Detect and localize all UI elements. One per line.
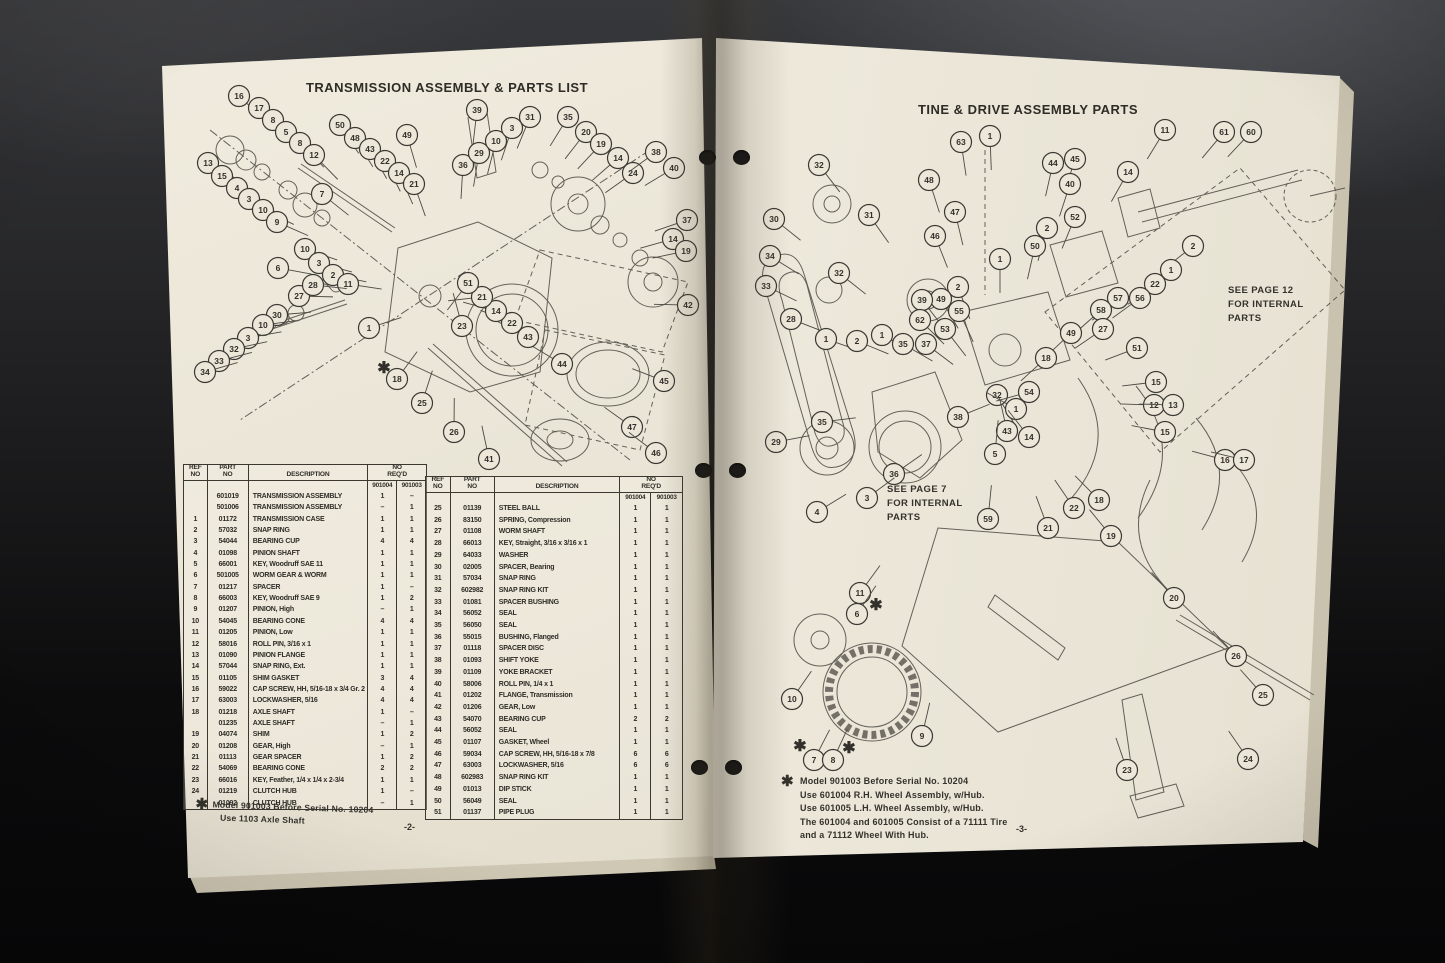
binder-hole <box>695 463 712 478</box>
col-header-model-901003: 901003 <box>401 482 422 490</box>
note-see-page-12: SEE PAGE 12 FOR INTERNAL PARTS <box>1228 285 1304 324</box>
asterisk-icon: ✱ <box>781 773 794 790</box>
right-page-footnote: ✱ Model 901003 Before Serial No. 10204 U… <box>781 772 1111 852</box>
footnote-line: The 601004 and 601005 Consist of a 71111… <box>800 816 1008 827</box>
col-header-part: PART NO <box>450 477 495 493</box>
col-header-req: NO REQ'D <box>619 477 682 493</box>
col-header-desc: DESCRIPTION <box>494 477 621 493</box>
note-see-page-7: SEE PAGE 7 FOR INTERNAL PARTS <box>887 484 963 523</box>
col-header-ref: REF NO <box>184 465 208 481</box>
right-page-title: TINE & DRIVE ASSEMBLY PARTS <box>917 102 1139 117</box>
left-page-title: TRANSMISSION ASSEMBLY & PARTS LIST <box>305 80 589 95</box>
asterisk-icon: ✱ <box>195 795 209 814</box>
parts-table-left-half: REF NO PART NO DESCRIPTION NO REQ'D 9010… <box>183 464 427 810</box>
left-page-number: -2- <box>404 822 415 832</box>
footnote-line: and a 71112 Wheel With Hub. <box>800 830 929 840</box>
binder-hole <box>699 150 716 165</box>
col-header-part: PART NO <box>207 465 249 481</box>
binder-hole <box>729 463 746 478</box>
col-header-ref: REF NO <box>426 477 451 493</box>
binder-hole <box>733 150 750 165</box>
binder-hole <box>691 760 708 775</box>
col-header-desc: DESCRIPTION <box>248 465 369 481</box>
col-header-model-901004: 901004 <box>619 492 652 503</box>
footnote-line: Use 601005 L.H. Wheel Assembly, w/Hub. <box>800 803 984 813</box>
parts-table-right-half: REF NO PART NO DESCRIPTION NO REQ'D 9010… <box>425 476 683 820</box>
binder-hole <box>725 760 742 775</box>
footnote-line: Use 601004 R.H. Wheel Assembly, w/Hub. <box>800 789 985 800</box>
col-header-req: NO REQ'D <box>367 465 426 481</box>
right-page-number: -3- <box>1016 824 1027 834</box>
col-header-model-901004: 901004 <box>367 480 398 491</box>
footnote-line: Model 901003 Before Serial No. 10204 <box>800 776 969 786</box>
col-header-model-901003: 901003 <box>656 494 677 502</box>
